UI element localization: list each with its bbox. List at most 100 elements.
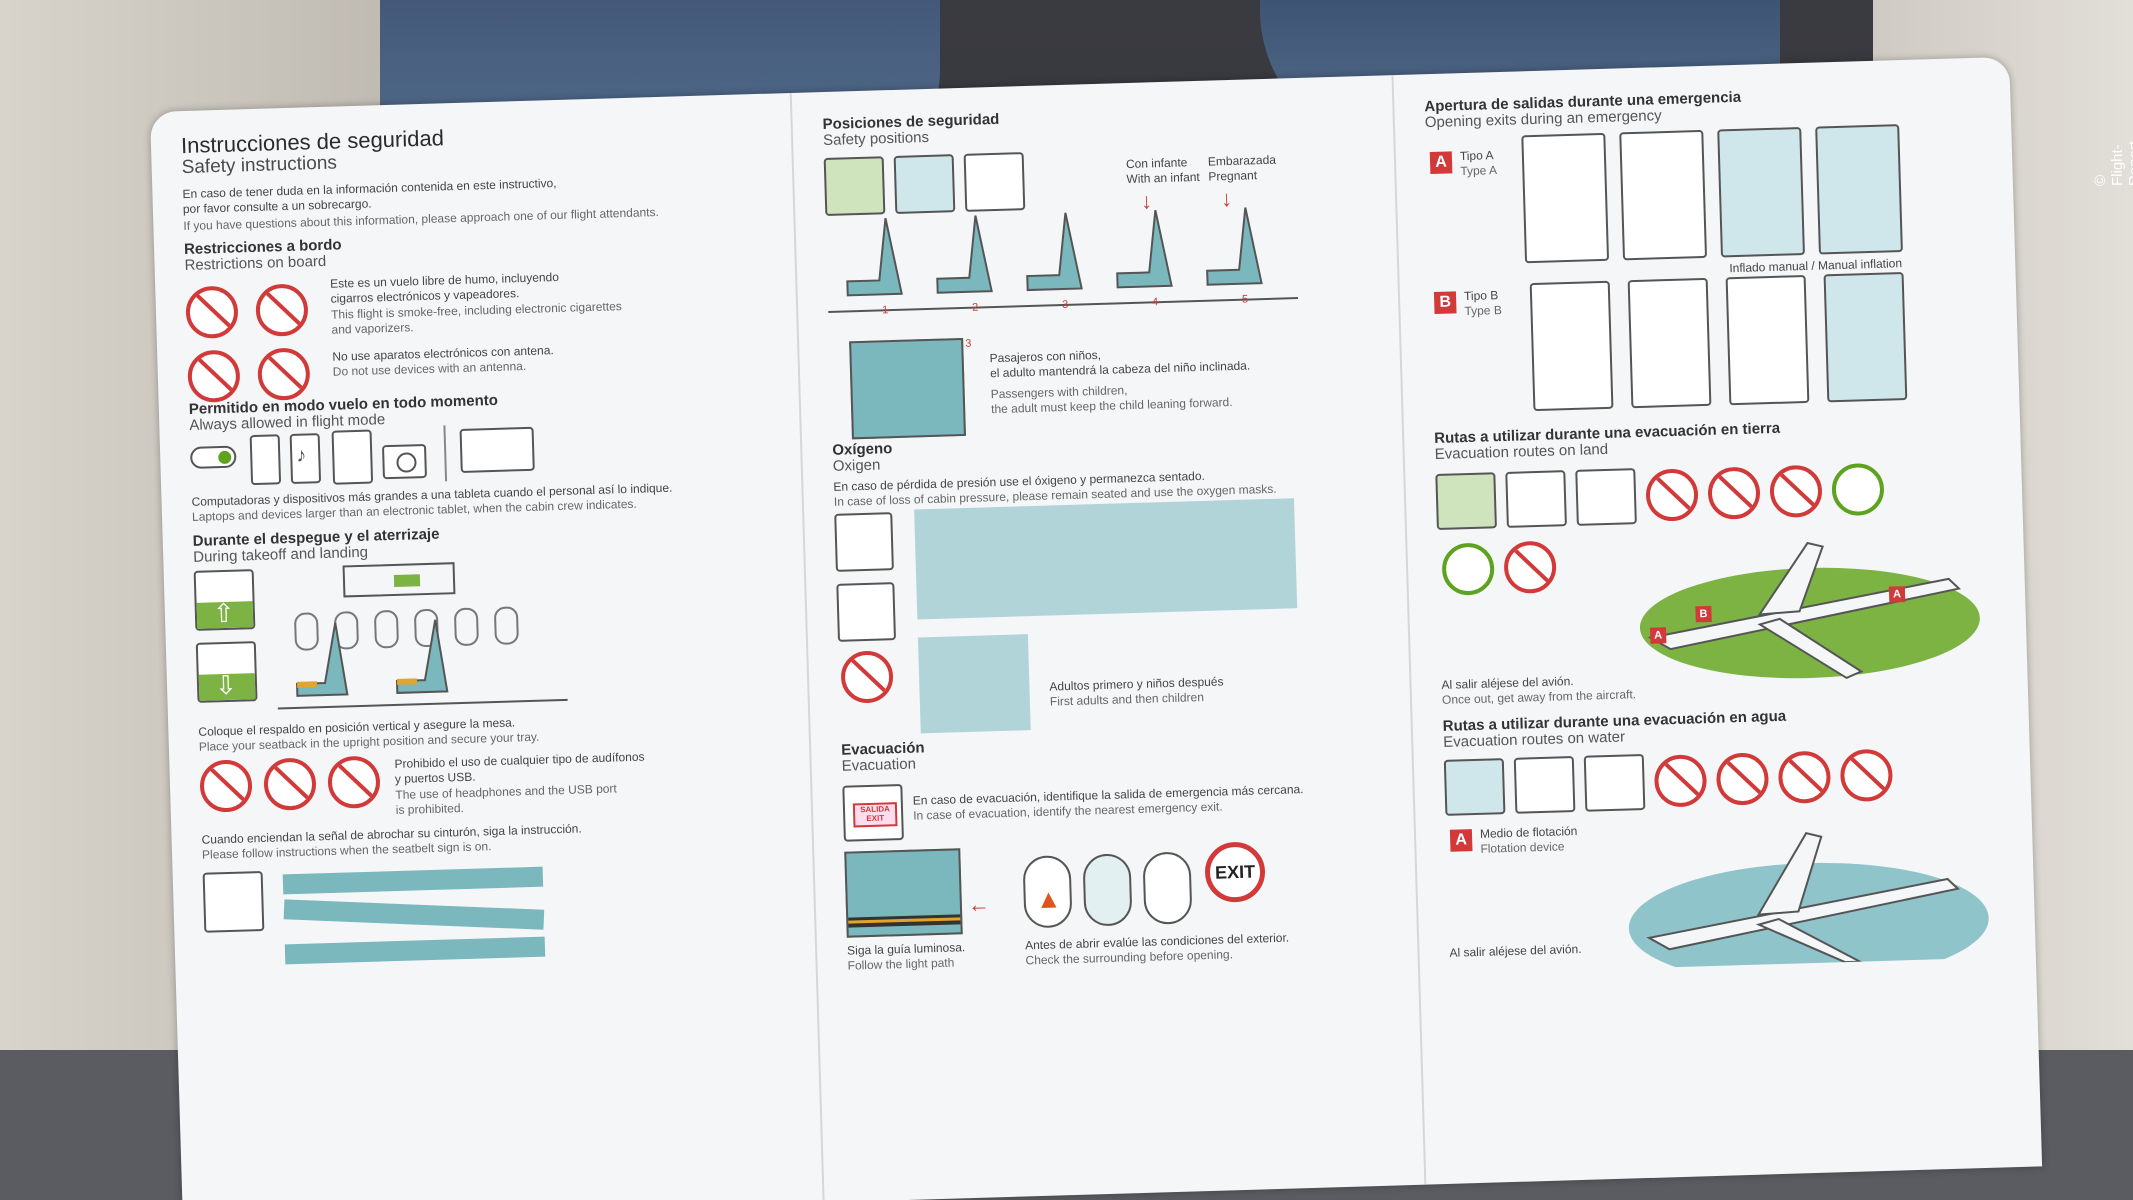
- door-a-step-2: [1619, 129, 1708, 261]
- safety-card: Instrucciones de seguridad Safety instru…: [150, 56, 2043, 1200]
- oxygen-mask-illustration: [914, 498, 1298, 620]
- flotation-en: Flotation device: [1480, 839, 1565, 856]
- smartphone-icon: [249, 434, 282, 486]
- no-luggage-icon: [1777, 750, 1832, 804]
- divider: [443, 425, 448, 482]
- plane-water-icon: [1443, 758, 1506, 816]
- water-es: Al salir aléjese del avión.: [1449, 941, 1582, 960]
- position-number: 4: [1151, 296, 1159, 309]
- panel-middle: Posiciones de seguridad Safety positions…: [792, 75, 1425, 1200]
- seatback-tray-illustration: [277, 562, 568, 710]
- no-smoking-icon: [840, 650, 894, 704]
- headphones-en-2: is prohibited.: [395, 800, 465, 818]
- landing-icon: ⇩: [195, 641, 258, 703]
- no-antenna-device-icon: [257, 347, 311, 401]
- panel-left: Instrucciones de seguridad Safety instru…: [150, 93, 823, 1200]
- door-a-step-3: [1717, 127, 1805, 258]
- infant-en: With an infant: [1126, 169, 1200, 187]
- exit-sign-icon: [1575, 468, 1637, 526]
- no-personal-items-icon: [1715, 752, 1770, 806]
- oxygen-subtitle: Oxigen: [832, 456, 881, 475]
- watermark: © Flight-Report - Jarvis: [2092, 141, 2133, 186]
- music-player-icon: ♪: [289, 433, 322, 484]
- exit-sign-en: EXIT: [866, 813, 885, 824]
- door-b-step-4: [1823, 272, 1908, 403]
- no-earbuds-icon: [263, 757, 317, 811]
- no-personal-items-icon: [1707, 466, 1761, 520]
- no-smoking-icon: [185, 285, 239, 340]
- exit-sign-icon: SALIDA EXIT: [842, 783, 904, 842]
- door-b-step-1: [1529, 280, 1614, 412]
- no-luggage-icon: [1769, 464, 1823, 519]
- no-heels-icon: [1839, 748, 1894, 803]
- plane-water-icon: [893, 154, 956, 214]
- plane-label: A: [1649, 627, 1667, 644]
- door-a-step-1: [1521, 132, 1610, 264]
- no-headphones-icon: [199, 759, 253, 813]
- exit-sign-icon: [1583, 753, 1646, 812]
- child-step-number: 3: [965, 337, 972, 350]
- evac-subtitle: Evacuation: [841, 755, 917, 775]
- plane-land-icon: [1435, 472, 1497, 531]
- seatbelt-sign-icon: [202, 870, 265, 933]
- flotation-badge: A: [1449, 829, 1473, 852]
- exit-sign-es: SALIDA: [859, 804, 891, 815]
- position-number: 2: [971, 301, 979, 314]
- panel-right: Apertura de salidas durante una emergenc…: [1393, 57, 2042, 1185]
- flight-mode-toggle-icon: [189, 445, 237, 469]
- no-radio-icon: [187, 349, 241, 403]
- brace-positions-illustration: [828, 207, 1299, 313]
- no-slide-sitting-icon: [1503, 540, 1557, 595]
- headphones-es: Prohibido el uso de cualquier tipo de au…: [394, 749, 645, 772]
- door-b-step-3: [1725, 274, 1810, 406]
- seatbelt-tighten-illustration: [283, 899, 545, 930]
- window-debris-icon: [1142, 851, 1193, 925]
- door-a-step-4: [1815, 124, 1903, 255]
- door-b-step-2: [1627, 277, 1712, 409]
- no-vaping-icon: [255, 283, 309, 337]
- positions-subtitle: Safety positions: [822, 128, 930, 150]
- take-off-shoes-ok-icon: [1831, 462, 1885, 517]
- camera-icon: [381, 443, 427, 480]
- oxygen-mask-sign-icon: [834, 512, 894, 572]
- window-fire-icon: ▲: [1022, 855, 1073, 929]
- no-usb-icon: [327, 755, 381, 810]
- slide-jump-ok-icon: [1441, 542, 1495, 596]
- page-subtitle: Safety instructions: [181, 152, 338, 179]
- no-smoking-icon: [1645, 468, 1699, 522]
- light-path-illustration: [844, 848, 963, 938]
- seatbelt-icon: [1505, 470, 1567, 528]
- exit-big-label: EXIT: [1214, 861, 1256, 883]
- plane-label: A: [1888, 586, 1906, 603]
- window-water-icon: [1082, 853, 1133, 927]
- type-b-es: Tipo B: [1463, 288, 1499, 304]
- smoke-en-2: and vaporizers.: [331, 320, 414, 337]
- seatbelt-release-illustration: [284, 936, 546, 965]
- child-position-illustration: [849, 337, 966, 440]
- seatbelt-icon: [1513, 756, 1576, 814]
- type-a-es: Tipo A: [1459, 148, 1494, 164]
- position-number: 3: [1061, 298, 1069, 312]
- no-smoking-icon: [1653, 754, 1708, 808]
- exit-blocked-icon: EXIT: [1204, 841, 1266, 904]
- water-evacuation-plane-diagram: [1628, 832, 1989, 970]
- adults-en: First adults and then children: [1049, 689, 1205, 709]
- type-a-en: Type A: [1460, 163, 1498, 179]
- type-a-badge: A: [1429, 151, 1453, 175]
- adult-first-illustration: [917, 634, 1031, 734]
- position-number: 1: [882, 304, 889, 317]
- takeoff-icon: ⇧: [193, 569, 256, 631]
- position-number: 5: [1241, 293, 1249, 306]
- type-b-en: Type B: [1464, 302, 1503, 319]
- land-evacuation-plane-diagram: [1639, 541, 1980, 680]
- seatbelt-sign-icon: [836, 582, 896, 642]
- type-b-badge: B: [1433, 291, 1457, 314]
- pregnant-en: Pregnant: [1208, 168, 1258, 184]
- seatbelt-icon: [963, 152, 1026, 212]
- pregnant-es: Embarazada: [1207, 152, 1277, 169]
- arrow-left-icon: ←: [967, 891, 991, 918]
- laptop-icon: [459, 426, 535, 473]
- plane-land-icon: [823, 156, 886, 217]
- tablet-icon: [331, 429, 374, 485]
